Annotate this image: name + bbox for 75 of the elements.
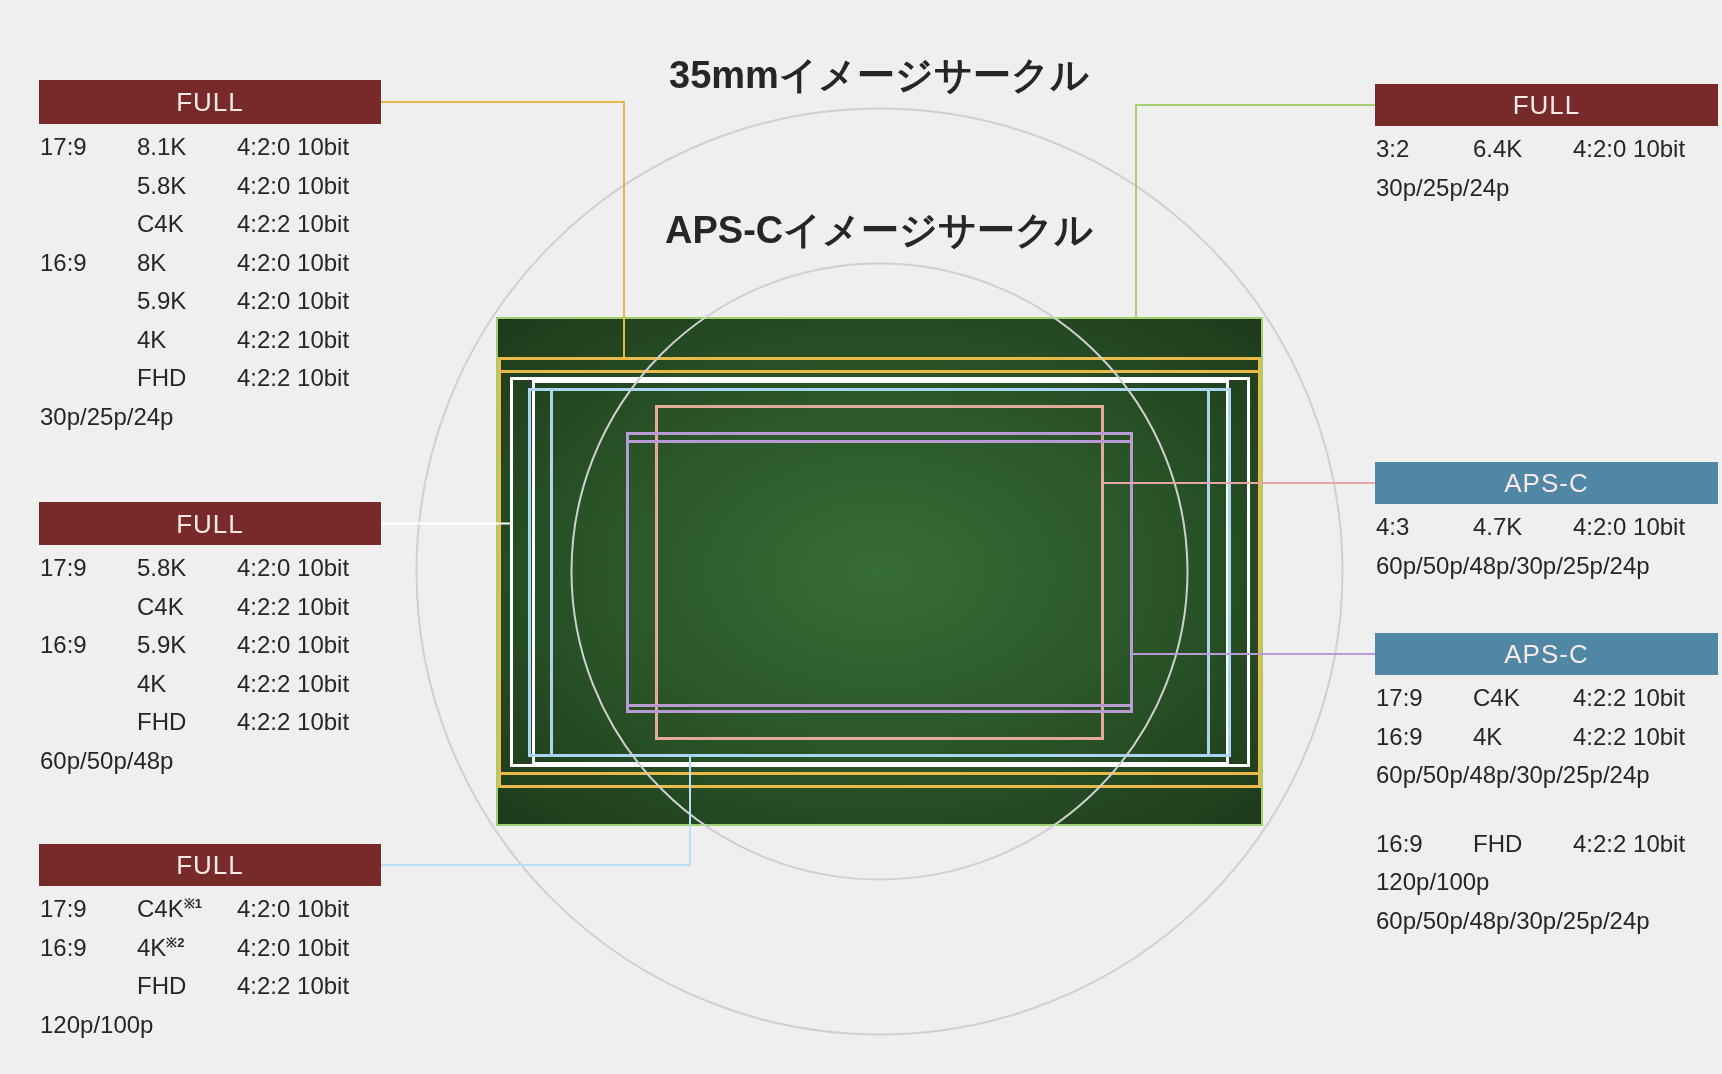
sampling-text: 4:2:2 10bit	[237, 592, 350, 621]
frame-rate-text: 60p/50p/48p	[40, 746, 174, 775]
resolution-text: C4K	[1473, 684, 1520, 712]
frame-rate-text: 120p/100p	[40, 1010, 154, 1039]
sampling-text: 4:2:2 10bit	[237, 325, 350, 354]
sampling-text: 4:2:0 10bit	[237, 171, 350, 200]
resolution-text: 4.7K	[1473, 513, 1523, 541]
resolution-text: C4K	[137, 592, 184, 621]
frame-rate-text: 60p/50p/48p/30p/25p/24p	[1376, 551, 1650, 580]
leader-line	[1132, 653, 1376, 655]
sampling-text: 4:2:2 10bit	[237, 708, 350, 736]
resolution-text: FHD	[137, 364, 187, 392]
leader-line	[380, 756, 691, 866]
resolution-text: 4K	[137, 325, 167, 354]
sampling-text: 4:2:0 10bit	[237, 933, 350, 962]
leader-line	[1103, 482, 1376, 484]
sampling-text: 4:2:0 10bit	[1573, 135, 1686, 163]
resolution-text: 5.8K	[137, 171, 187, 200]
aspect-ratio-text: 16:9	[40, 933, 87, 962]
frame-rate-text: 60p/50p/48p/30p/25p/24p	[1376, 906, 1650, 935]
aspect-ratio-text: 17:9	[1376, 684, 1423, 712]
sampling-text: 4:2:2 10bit	[237, 364, 350, 392]
crop-frame	[655, 405, 1104, 740]
aspect-ratio-text: 17:9	[40, 895, 87, 923]
resolution-text: 4K	[1473, 722, 1503, 751]
aspect-ratio-text: 17:9	[40, 133, 87, 161]
frame-rate-text: 30p/25p/24p	[40, 402, 174, 431]
resolution-text: 5.8K	[137, 554, 187, 582]
leader-line	[1135, 104, 1376, 318]
resolution-text: FHD	[137, 708, 187, 736]
crop-frame	[626, 432, 1133, 713]
resolution-text: 4K$^{※2}$	[137, 933, 185, 962]
resolution-text: 5.9K	[137, 631, 187, 659]
sampling-text: 4:2:2 10bit	[237, 669, 350, 698]
format-header-bar: FULL	[39, 844, 381, 886]
aspect-ratio-text: 16:9	[1376, 829, 1423, 858]
leader-line	[380, 101, 625, 358]
sampling-text: 4:2:0 10bit	[237, 287, 350, 315]
resolution-text: C4K	[137, 210, 184, 238]
aspect-ratio-text: 16:9	[1376, 722, 1423, 751]
format-header-bar: APS-C	[1375, 633, 1718, 675]
format-header-bar: APS-C	[1375, 462, 1718, 504]
sampling-text: 4:2:2 10bit	[237, 972, 350, 1000]
sampling-text: 4:2:2 10bit	[1573, 829, 1686, 858]
sampling-text: 4:2:0 10bit	[237, 631, 350, 659]
resolution-text: 8.1K	[137, 133, 187, 161]
resolution-text: FHD	[1473, 829, 1523, 858]
aspect-ratio-text: 17:9	[40, 554, 87, 582]
sampling-text: 4:2:0 10bit	[237, 133, 350, 161]
resolution-text: 5.9K	[137, 287, 187, 315]
sampling-text: 4:2:2 10bit	[237, 210, 350, 238]
sampling-text: 4:2:0 10bit	[237, 248, 350, 277]
sampling-text: 4:2:2 10bit	[1573, 722, 1686, 751]
sampling-text: 4:2:2 10bit	[1573, 684, 1686, 712]
sampling-text: 4:2:0 10bit	[1573, 513, 1686, 541]
frame-rate-text: 30p/25p/24p	[1376, 173, 1510, 202]
aspect-ratio-text: 16:9	[40, 248, 87, 277]
format-header-bar: FULL	[39, 502, 381, 545]
circle-title: 35mmイメージサークル	[669, 53, 1089, 98]
sampling-text: 4:2:0 10bit	[237, 554, 350, 582]
aspect-ratio-text: 3:2	[1376, 135, 1410, 163]
resolution-text: C4K$^{※1}$	[137, 895, 202, 923]
frame-rate-text: 60p/50p/48p/30p/25p/24p	[1376, 761, 1650, 789]
resolution-text: 8K	[137, 248, 167, 277]
circle-title: APS-Cイメージサークル	[665, 208, 1094, 253]
aspect-ratio-text: 4:3	[1376, 513, 1410, 541]
resolution-text: 4K	[137, 669, 167, 698]
resolution-text: 6.4K	[1473, 135, 1523, 163]
frame-rate-text: 120p/100p	[1376, 868, 1490, 896]
sampling-text: 4:2:0 10bit	[237, 895, 350, 923]
aspect-ratio-text: 16:9	[40, 631, 87, 659]
resolution-text: FHD	[137, 972, 187, 1000]
image-sensor	[496, 317, 1263, 826]
format-header-bar: FULL	[39, 80, 381, 124]
format-header-bar: FULL	[1375, 84, 1718, 126]
